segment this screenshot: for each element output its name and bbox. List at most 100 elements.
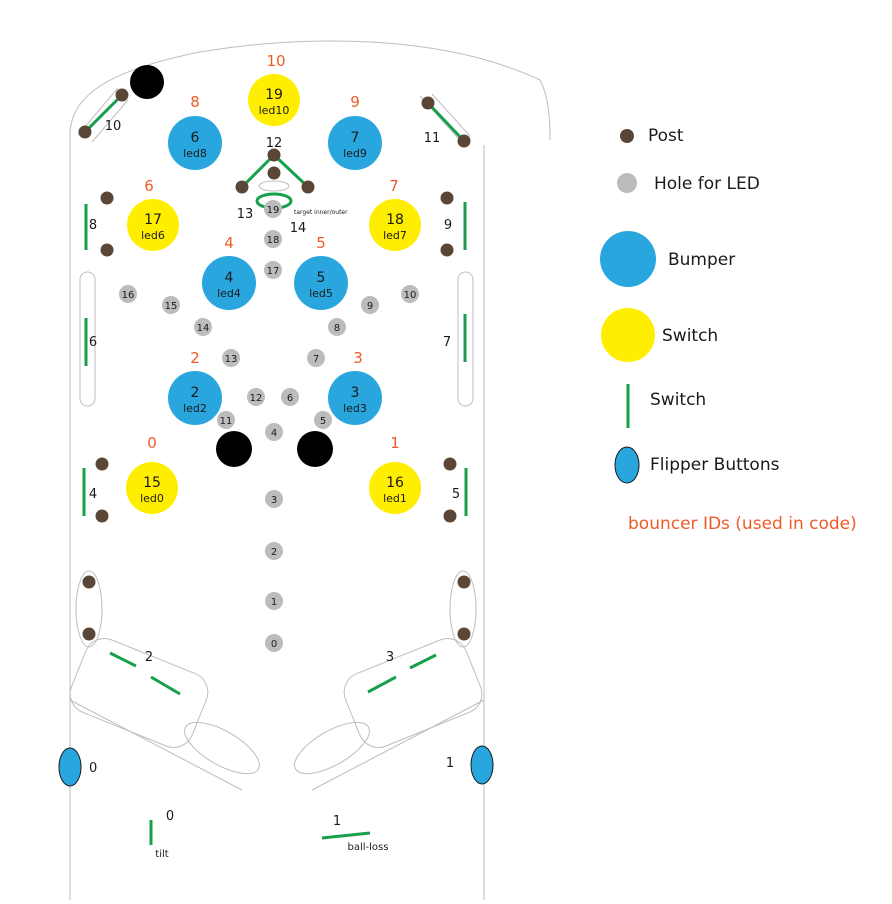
svg-text:Flipper Buttons: Flipper Buttons <box>650 455 780 475</box>
svg-text:Post: Post <box>648 126 684 146</box>
legend-led-hole: Hole for LED <box>617 173 760 194</box>
ball-loss-switch-line <box>321 831 371 840</box>
svg-text:6: 6 <box>191 130 200 146</box>
left-slingshot-post-guide <box>75 570 103 648</box>
led-hole: 13 <box>222 349 240 367</box>
post <box>95 457 109 471</box>
led-holes: 19 18 17 16 15 14 13 12 11 10 9 8 7 6 5 … <box>119 200 419 652</box>
switch-label: 6 <box>89 335 97 350</box>
svg-text:1: 1 <box>446 756 454 771</box>
playfield-outline <box>69 40 551 900</box>
led-hole: 14 <box>194 318 212 336</box>
post <box>235 180 249 194</box>
legend-round-switch: Switch <box>601 308 718 362</box>
right-outlane-guide <box>311 699 485 791</box>
upper-left-guide-b <box>91 99 129 143</box>
svg-text:Hole for LED: Hole for LED <box>654 174 760 194</box>
svg-text:14: 14 <box>197 323 210 334</box>
target-guide <box>258 180 290 192</box>
ball-loss-label: ball-loss <box>348 842 389 853</box>
svg-text:led2: led2 <box>183 402 207 415</box>
left-center-hole <box>216 431 252 467</box>
led-hole: 5 <box>314 411 332 429</box>
svg-text:led8: led8 <box>183 147 207 160</box>
bouncer-id: 10 <box>266 52 285 70</box>
svg-text:1: 1 <box>271 597 277 608</box>
bumper-4: 4 led4 4 <box>202 234 256 310</box>
post <box>100 191 114 205</box>
svg-text:18: 18 <box>386 212 404 228</box>
post <box>115 88 129 102</box>
svg-text:Bumper: Bumper <box>668 250 735 270</box>
led-hole: 1 <box>265 592 283 610</box>
left-flipper <box>184 721 260 775</box>
led-hole: 10 <box>401 285 419 303</box>
post <box>82 627 96 641</box>
svg-text:19: 19 <box>267 205 280 216</box>
post <box>440 243 454 257</box>
round-switch-1: 16 led1 1 <box>369 434 421 514</box>
switch-label: 4 <box>89 487 97 502</box>
switch-11-line <box>426 101 466 143</box>
svg-text:Switch: Switch <box>650 390 706 410</box>
left-slingshot <box>69 638 209 748</box>
svg-text:8: 8 <box>334 323 340 334</box>
switch-label: 11 <box>424 131 441 146</box>
svg-text:16: 16 <box>386 475 404 491</box>
bouncer-id: 6 <box>144 177 154 195</box>
right-flipper-button <box>470 745 494 785</box>
post <box>301 180 315 194</box>
bumper-8: 6 led8 8 <box>168 93 222 170</box>
led-hole: 19 <box>264 200 282 218</box>
legend: Post Hole for LED Bumper Switch Switch F… <box>600 126 857 534</box>
round-switches: 19 led10 10 17 led6 6 18 led7 7 15 led0 … <box>126 52 421 514</box>
bouncer-id: 8 <box>190 93 200 111</box>
svg-text:7: 7 <box>313 354 319 365</box>
legend-flipper-buttons: Flipper Buttons <box>614 446 780 484</box>
led-hole: 12 <box>247 388 265 406</box>
bumper-9: 7 led9 9 <box>328 93 382 170</box>
post <box>440 191 454 205</box>
led-hole: 2 <box>265 542 283 560</box>
bumper-2: 2 led2 2 <box>168 349 222 425</box>
post <box>95 509 109 523</box>
svg-text:2: 2 <box>191 385 200 401</box>
round-switch-7: 18 led7 7 <box>369 177 421 251</box>
top-hole <box>130 65 164 99</box>
switch-3-line-a <box>367 675 397 694</box>
svg-text:3: 3 <box>271 495 277 506</box>
legend-bumper: Bumper <box>600 231 735 287</box>
svg-text:10: 10 <box>404 290 417 301</box>
led-hole: 16 <box>119 285 137 303</box>
svg-text:9: 9 <box>367 301 373 312</box>
post <box>457 627 471 641</box>
svg-text:led4: led4 <box>217 287 241 300</box>
post <box>457 575 471 589</box>
svg-text:19: 19 <box>265 87 283 103</box>
bouncer-id: 7 <box>389 177 399 195</box>
svg-text:2: 2 <box>271 547 277 558</box>
svg-text:led5: led5 <box>309 287 333 300</box>
round-switch-0: 15 led0 0 <box>126 434 178 514</box>
bouncer-id: 9 <box>350 93 360 111</box>
svg-text:5: 5 <box>320 416 326 427</box>
switch-label: 12 <box>266 136 283 151</box>
led-hole: 17 <box>264 261 282 279</box>
bumpers: 6 led8 8 7 led9 9 4 led4 4 5 led5 5 2 le… <box>168 93 382 425</box>
led-hole: 7 <box>307 349 325 367</box>
left-lane-guide <box>79 271 96 407</box>
led-hole: 15 <box>162 296 180 314</box>
svg-text:6: 6 <box>287 393 293 404</box>
switch-label: 7 <box>443 335 451 350</box>
tilt-label: tilt <box>155 849 168 860</box>
playfield-outer-wall <box>69 40 551 900</box>
led-hole: 4 <box>265 423 283 441</box>
upper-right-guide-b <box>431 93 471 137</box>
switch-2-line-a <box>109 651 137 668</box>
switch-label: 0 <box>166 809 174 824</box>
led-hole: 18 <box>264 230 282 248</box>
svg-text:0: 0 <box>89 761 97 776</box>
switch-label: 3 <box>386 650 394 665</box>
